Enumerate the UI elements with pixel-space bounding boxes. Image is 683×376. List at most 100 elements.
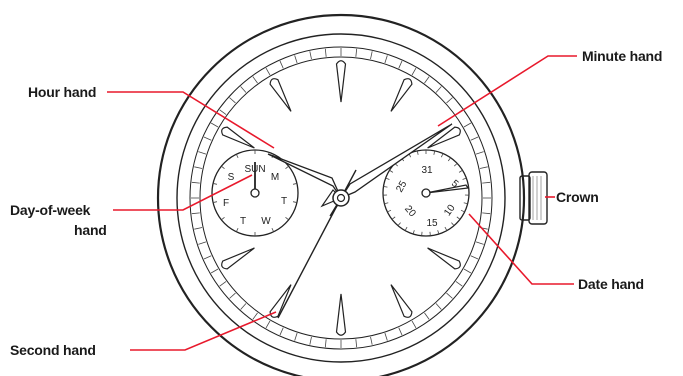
minute-tick xyxy=(280,328,283,335)
subdial-tick xyxy=(438,230,439,234)
subdial-tick xyxy=(236,154,238,158)
subdial-tick xyxy=(457,217,460,219)
subdial-tick xyxy=(293,183,297,184)
minute-tick xyxy=(399,61,402,68)
minute-tick xyxy=(211,123,218,127)
subdial-tick xyxy=(293,202,297,203)
minute-tick xyxy=(204,137,211,140)
subdial-tick xyxy=(386,178,390,179)
day-letter-thu: T xyxy=(240,216,246,227)
date-number-10: 10 xyxy=(442,202,458,218)
minute-tick xyxy=(424,313,429,319)
minute-tick xyxy=(192,182,200,183)
minute-tick xyxy=(371,337,373,345)
date-number-15: 15 xyxy=(426,218,438,229)
minute-tick xyxy=(436,87,441,93)
subdial-tick xyxy=(398,223,401,226)
subdial-tick xyxy=(272,228,274,232)
minute-tick xyxy=(482,213,490,214)
minute-tick xyxy=(456,281,462,286)
subdial-tick xyxy=(464,203,468,204)
hour-index xyxy=(337,294,346,335)
subdial-tick xyxy=(454,163,457,166)
minute-tick xyxy=(253,77,258,83)
day-letter-fri: F xyxy=(223,198,229,209)
minute-tick xyxy=(220,110,226,115)
label-crown: Crown xyxy=(556,189,599,205)
hour-index xyxy=(428,248,461,269)
minute-tick xyxy=(412,68,416,75)
date-number-25: 25 xyxy=(394,179,409,195)
label-minute-hand: Minute hand xyxy=(582,48,662,64)
hour-index xyxy=(337,61,346,102)
minute-tick xyxy=(241,87,246,93)
subdial-tick xyxy=(285,217,288,219)
minute-tick xyxy=(471,256,478,259)
main-hands xyxy=(268,124,452,318)
minute-tick xyxy=(211,269,218,273)
subdial-tick xyxy=(405,227,407,230)
minute-tick xyxy=(295,333,297,341)
minute-tick xyxy=(194,167,202,169)
date-number-20: 20 xyxy=(402,204,418,220)
hour-index xyxy=(222,248,255,269)
minute-tick xyxy=(230,98,236,103)
subdial-tick xyxy=(417,151,418,155)
minute-tick xyxy=(480,167,488,169)
subdial-tick xyxy=(213,202,217,203)
minute-tick xyxy=(424,77,429,83)
leader-hour-hand xyxy=(107,92,274,148)
subdial-tick xyxy=(221,217,224,219)
subdial-tick xyxy=(461,210,465,212)
label-date-hand: Date hand xyxy=(578,276,644,292)
minute-tick xyxy=(482,182,490,183)
minute-tick xyxy=(230,293,236,298)
subdial-tick xyxy=(445,227,447,230)
subdial-tick xyxy=(387,210,391,212)
label-day-of-week-hand-line1: Day-of-week xyxy=(10,202,91,218)
subdial-tick xyxy=(390,170,393,172)
minute-tick xyxy=(241,304,246,310)
minute-tick xyxy=(447,293,453,298)
label-second-hand: Second hand xyxy=(10,342,96,358)
day-letter-mon: M xyxy=(271,172,279,183)
subdial-tick xyxy=(213,183,217,184)
subdial-tick xyxy=(413,230,414,234)
minute-tick xyxy=(310,51,312,59)
minute-tick xyxy=(198,242,206,244)
minute-tick xyxy=(325,339,326,347)
minute-tick xyxy=(476,152,484,154)
minute-tick xyxy=(471,137,478,140)
minute-tick xyxy=(476,242,484,244)
minute-tick xyxy=(371,51,373,59)
hour-index xyxy=(391,285,412,318)
label-hour-hand: Hour hand xyxy=(28,84,96,100)
minute-tick xyxy=(447,98,453,103)
hour-index xyxy=(222,127,255,148)
minute-tick xyxy=(204,256,211,259)
day-letter-tue: T xyxy=(281,196,287,207)
subdial-tick xyxy=(285,166,288,168)
minute-tick xyxy=(220,281,226,286)
minute-tick xyxy=(356,49,357,57)
minute-tick xyxy=(194,228,202,230)
subdial-tick xyxy=(459,170,462,172)
second-hand xyxy=(278,198,341,318)
subdial-tick xyxy=(236,228,238,232)
day-letter-sat: S xyxy=(228,172,235,183)
minute-tick xyxy=(325,49,326,57)
minute-tick xyxy=(464,123,471,127)
minute-tick xyxy=(412,321,416,328)
hour-index xyxy=(391,79,412,112)
minute-tick xyxy=(266,68,270,75)
date-number-31: 31 xyxy=(421,165,433,176)
subdial-tick xyxy=(441,153,443,157)
subdial-tick xyxy=(221,166,224,168)
subdial-tick xyxy=(463,178,467,179)
subdial-tick xyxy=(451,223,454,226)
subdial-tick xyxy=(384,203,388,204)
leader-minute-hand xyxy=(438,56,577,126)
day-letter-wed: W xyxy=(261,216,271,227)
label-day-of-week-hand-line2: hand xyxy=(74,222,107,238)
